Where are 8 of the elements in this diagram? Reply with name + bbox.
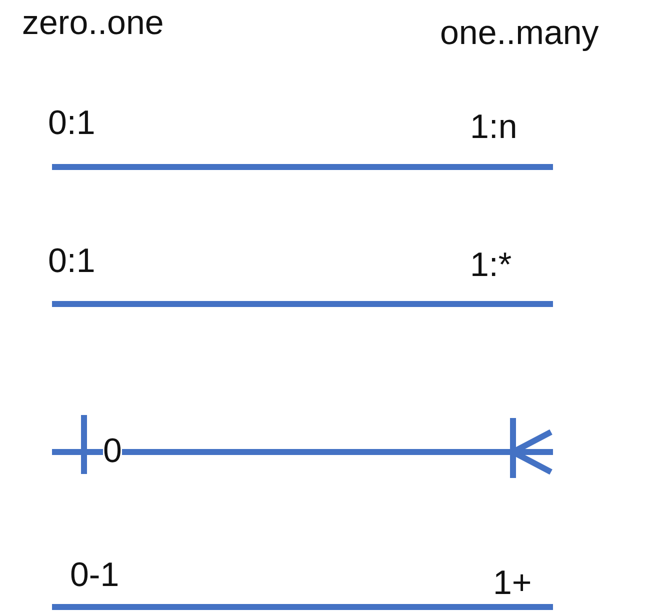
cardinality-label: 0-1 [70, 558, 120, 592]
cardinality-label: 1:n [470, 110, 518, 144]
cardinality-label: zero..one [22, 6, 164, 40]
cardinality-label: one..many [440, 16, 599, 50]
cardinality-label: 1+ [493, 566, 532, 600]
cardinality-label: 1:* [470, 248, 512, 282]
cardinality-label: 0:1 [48, 244, 96, 278]
cardinality-label: 0:1 [48, 106, 96, 140]
